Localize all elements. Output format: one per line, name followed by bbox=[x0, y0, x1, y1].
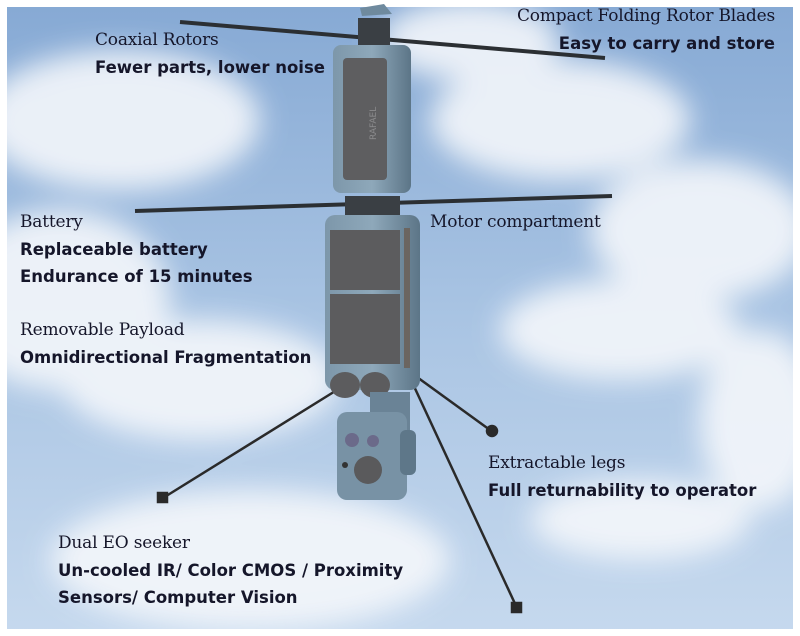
callout-line: Fewer parts, lower noise bbox=[95, 58, 325, 77]
top-rotor bbox=[179, 4, 606, 60]
eo-seeker bbox=[337, 392, 416, 500]
callout-dual-eo-seeker: Dual EO seeker Un-cooled IR/ Color CMOS … bbox=[58, 530, 403, 611]
lower-body bbox=[325, 215, 420, 398]
callout-title: Dual EO seeker bbox=[58, 533, 190, 553]
callout-line: Endurance of 15 minutes bbox=[20, 267, 253, 286]
callout-line: Sensors/ Computer Vision bbox=[58, 588, 298, 607]
callout-coaxial-rotors: Coaxial Rotors Fewer parts, lower noise bbox=[95, 27, 325, 81]
callout-folding-blades: Compact Folding Rotor Blades Easy to car… bbox=[517, 3, 775, 57]
callout-line: Easy to carry and store bbox=[558, 34, 775, 53]
callout-extractable-legs: Extractable legs Full returnability to o… bbox=[488, 450, 756, 504]
callout-title: Coaxial Rotors bbox=[95, 30, 219, 50]
callout-title: Removable Payload bbox=[20, 320, 185, 340]
callout-line: Un-cooled IR/ Color CMOS / Proximity bbox=[58, 561, 404, 580]
logo: RAFAEL bbox=[369, 107, 379, 140]
callout-battery: Battery Replaceable battery Endurance of… bbox=[20, 209, 253, 290]
lower-rotor bbox=[134, 194, 613, 216]
callout-removable-payload: Removable Payload Omnidirectional Fragme… bbox=[20, 317, 311, 371]
extractable-legs bbox=[156, 370, 523, 614]
callout-line: Full returnability to operator bbox=[488, 481, 757, 500]
callout-motor-compartment: Motor compartment bbox=[430, 209, 601, 236]
callout-line: Replaceable battery bbox=[20, 240, 208, 259]
callout-line: Omnidirectional Fragmentation bbox=[20, 348, 312, 367]
callout-title: Motor compartment bbox=[430, 212, 601, 232]
upper-body: RAFAEL bbox=[333, 45, 411, 193]
callout-title: Extractable legs bbox=[488, 453, 626, 473]
callout-title: Compact Folding Rotor Blades bbox=[517, 6, 775, 26]
callout-title: Battery bbox=[20, 212, 83, 232]
